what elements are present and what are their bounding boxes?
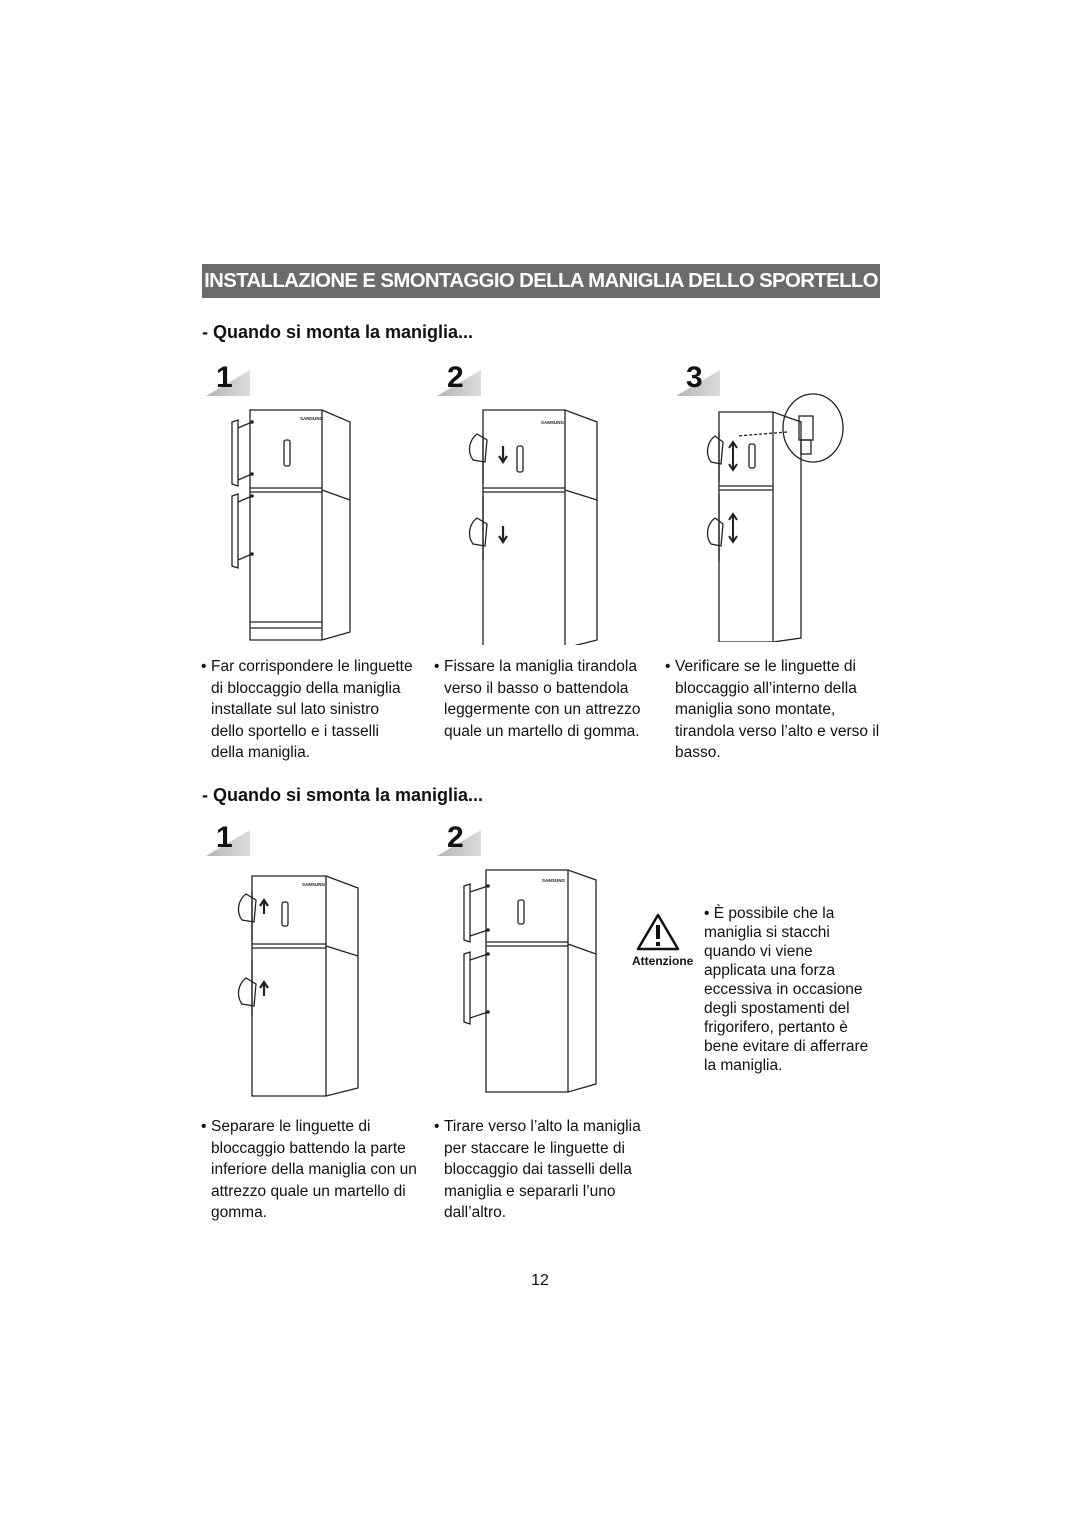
mount-step-3-badge: 3 [676, 361, 720, 396]
page-number: 12 [531, 1272, 549, 1289]
mount-heading: - Quando si monta la maniglia... [202, 322, 474, 342]
bullet: • [201, 1118, 207, 1135]
step-number: 2 [447, 361, 464, 394]
fridge-illustration-unmount-2: SAMSUNG [463, 869, 597, 1093]
unmount-step-2-badge: 2 [437, 821, 481, 856]
mount-step-2-caption: •Fissare la maniglia tirandola verso il … [434, 656, 654, 742]
fridge-illustration-mount-3 [706, 393, 844, 642]
mount-step-2-badge: 2 [437, 361, 481, 396]
warning-label: Attenzione [632, 954, 694, 968]
caption-text: Fissare la maniglia tirandola verso il b… [444, 658, 641, 740]
brand-logo: SAMSUNG [300, 416, 324, 421]
step-number: 1 [216, 361, 233, 394]
bullet: • [434, 658, 440, 675]
unmount-step-2-caption: •Tirare verso l’alto la maniglia per sta… [434, 1116, 654, 1224]
caption-text: Separare le linguette di bloccaggio batt… [211, 1118, 417, 1221]
bullet: • [665, 658, 671, 675]
step-number: 3 [686, 361, 703, 394]
mount-step-1-badge: 1 [206, 361, 250, 396]
fridge-illustration-unmount-1: SAMSUNG [237, 875, 359, 1097]
brand-logo: SAMSUNG [542, 878, 566, 883]
warning-body: È possibile che la maniglia si stacchi q… [704, 905, 869, 1074]
fridge-illustration-mount-2: SAMSUNG [468, 409, 598, 645]
caption-text: Far corrispondere le linguette di blocca… [211, 658, 413, 761]
unmount-step-1-caption: •Separare le linguette di bloccaggio bat… [201, 1116, 427, 1224]
bullet: • [201, 658, 207, 675]
unmount-step-1-badge: 1 [206, 821, 250, 856]
fridge-illustration-mount-1: SAMSUNG [231, 409, 351, 641]
bullet: • [704, 905, 710, 922]
unmount-heading: - Quando si smonta la maniglia... [202, 785, 484, 805]
page-title: INSTALLAZIONE E SMONTAGGIO DELLA MANIGLI… [202, 264, 880, 298]
warning-text: • È possibile che la maniglia si stacchi… [704, 904, 874, 1075]
caption-text: Verificare se le linguette di bloccaggio… [675, 658, 880, 761]
mount-step-3-caption: •Verificare se le linguette di bloccaggi… [665, 656, 880, 764]
step-number: 1 [216, 821, 233, 854]
step-number: 2 [447, 821, 464, 854]
mount-step-1-caption: •Far corrispondere le linguette di blocc… [201, 656, 416, 764]
bullet: • [434, 1118, 440, 1135]
brand-logo: SAMSUNG [302, 882, 326, 887]
brand-logo: SAMSUNG [541, 420, 565, 425]
warning-icon [636, 913, 680, 951]
caption-text: Tirare verso l’alto la maniglia per stac… [444, 1118, 641, 1221]
